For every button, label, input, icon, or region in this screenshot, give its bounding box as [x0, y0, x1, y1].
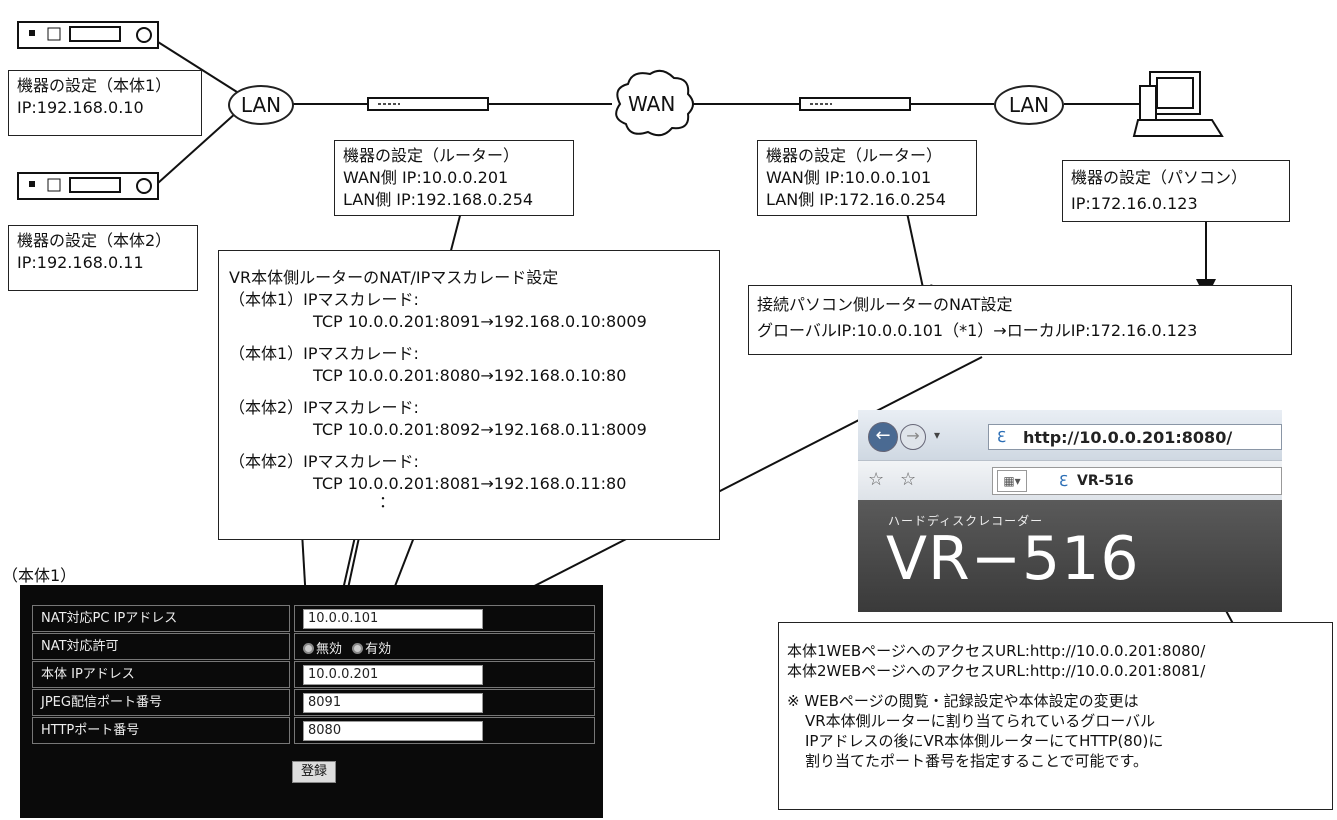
radio-off-icon[interactable] — [303, 643, 314, 654]
address-bar[interactable]: ℇ http://10.0.0.201:8080/ — [988, 424, 1282, 450]
router-right-settings-box: 機器の設定（ルーター） WAN側 IP:10.0.0.101 LAN側 IP:1… — [757, 140, 977, 216]
nat-pc-ip-input[interactable]: 10.0.0.101 — [303, 609, 483, 629]
router-left-lan: LAN側 IP:192.168.0.254 — [343, 190, 534, 209]
nat-permit-radio-group: 無効 有効 — [303, 638, 391, 657]
quick-tabs-icon[interactable]: ▦▾ — [997, 470, 1027, 492]
pc-nat-title: 接続パソコン側ルーターのNAT設定 — [757, 295, 1013, 314]
vr-nat-entry-label: （本体1）IPマスカレード: — [229, 344, 419, 363]
radio-on-label[interactable]: 有効 — [365, 642, 392, 657]
setting-label: NAT対応許可 — [32, 633, 290, 660]
pc-nat-settings-box: 接続パソコン側ルーターのNAT設定 グローバルIP:10.0.0.101（*1）… — [748, 285, 1292, 355]
recorder-icon-1 — [17, 21, 159, 49]
setting-value-cell: 10.0.0.101 — [294, 605, 595, 632]
arrow-natpc-to-panel — [462, 356, 983, 623]
setting-row-nat-pc-ip: NAT対応PC IPアドレス 10.0.0.101 — [32, 605, 595, 632]
pc-settings-box: 機器の設定（パソコン） IP:172.16.0.123 — [1062, 160, 1290, 222]
forward-icon[interactable]: → — [900, 424, 926, 450]
setting-row-nat-permit: NAT対応許可 無効 有効 — [32, 633, 595, 660]
access-note-1: ※ WEBページの閲覧・記録設定や本体設定の変更は — [787, 692, 1139, 710]
browser-screenshot: ← → ▾ ℇ http://10.0.0.201:8080/ ☆ ☆ ▦▾ ℇ… — [858, 410, 1282, 612]
address-url: http://10.0.0.201:8080/ — [1023, 428, 1233, 447]
device2-ip: IP:192.168.0.11 — [17, 253, 144, 272]
wan-label: WAN — [628, 92, 676, 116]
add-favorites-icon[interactable]: ☆ — [900, 469, 917, 490]
pc-ip: IP:172.16.0.123 — [1071, 194, 1198, 213]
access-url-1: 本体1WEBページへのアクセスURL:http://10.0.0.201:808… — [787, 642, 1206, 660]
vr-nat-title: VR本体側ルーターのNAT/IPマスカレード設定 — [229, 268, 559, 287]
access-note-4: 割り当てたポート番号を指定することで可能です。 — [805, 752, 1149, 770]
access-url-box: 本体1WEBページへのアクセスURL:http://10.0.0.201:808… — [778, 622, 1333, 810]
jpeg-port-input[interactable]: 8091 — [303, 693, 483, 713]
ie-tab-icon: ℇ — [1059, 472, 1069, 490]
router-left-settings-box: 機器の設定（ルーター） WAN側 IP:10.0.0.201 LAN側 IP:1… — [334, 140, 574, 216]
access-url-2: 本体2WEBページへのアクセスURL:http://10.0.0.201:808… — [787, 662, 1206, 680]
device1-title: 機器の設定（本体1） — [17, 76, 172, 95]
wire-device1-lan — [157, 41, 238, 93]
browser-address-row: ← → ▾ ℇ http://10.0.0.201:8080/ — [858, 410, 1282, 460]
lan-bubble-right: LAN — [994, 85, 1064, 125]
router-left-wan: WAN側 IP:10.0.0.201 — [343, 168, 509, 187]
device-ip-input[interactable]: 10.0.0.201 — [303, 665, 483, 685]
vr-nat-entry-rule: TCP 10.0.0.201:8080→192.168.0.10:80 — [313, 366, 627, 385]
panel-caption: （本体1） — [2, 566, 77, 585]
setting-value-cell: 無効 有効 — [294, 633, 595, 660]
setting-row-http-port: HTTPポート番号 8080 — [32, 717, 595, 744]
router-left-title: 機器の設定（ルーター） — [343, 146, 520, 165]
pc-nat-rule: グローバルIP:10.0.0.101（*1）→ローカルIP:172.16.0.1… — [757, 321, 1198, 340]
wire-device2-lan — [157, 111, 238, 184]
vr-nat-entry-label: （本体1）IPマスカレード: — [229, 290, 419, 309]
page-subtitle: ハードディスクレコーダー — [888, 514, 1044, 528]
router-icon-left — [367, 97, 489, 111]
device1-ip: IP:192.168.0.10 — [17, 98, 144, 117]
favorites-star-icon[interactable]: ☆ — [868, 469, 885, 490]
vr-nat-entry-label: （本体2）IPマスカレード: — [229, 452, 419, 471]
lan-bubble-left: LAN — [228, 85, 294, 125]
register-button[interactable]: 登録 — [292, 761, 336, 783]
tab-title: VR-516 — [1077, 473, 1134, 489]
browser-tab-row: ☆ ☆ ▦▾ ℇ VR-516 — [858, 460, 1282, 501]
setting-label: NAT対応PC IPアドレス — [32, 605, 290, 632]
browser-page-header: ハードディスクレコーダー VR−516 — [858, 500, 1282, 612]
setting-row-jpeg-port: JPEG配信ポート番号 8091 — [32, 689, 595, 716]
router-right-title: 機器の設定（ルーター） — [766, 146, 943, 165]
vr-nat-entry-label: （本体2）IPマスカレード: — [229, 398, 419, 417]
device2-settings-box: 機器の設定（本体2） IP:192.168.0.11 — [8, 225, 198, 291]
vr-nat-entry-rule: TCP 10.0.0.201:8091→192.168.0.10:8009 — [313, 312, 647, 331]
pc-icon — [1132, 71, 1224, 137]
wan-cloud-icon — [615, 69, 694, 137]
setting-value-cell: 8080 — [294, 717, 595, 744]
setting-value-cell: 8091 — [294, 689, 595, 716]
router-icon-right — [799, 97, 911, 111]
device1-settings-box: 機器の設定（本体1） IP:192.168.0.10 — [8, 70, 202, 136]
ie-page-icon: ℇ — [997, 428, 1007, 446]
router-right-lan: LAN側 IP:172.16.0.254 — [766, 190, 946, 209]
device2-title: 機器の設定（本体2） — [17, 231, 172, 250]
radio-on-icon[interactable] — [352, 643, 364, 654]
access-note-3: IPアドレスの後にVR本体側ルーターにてHTTP(80)に — [805, 732, 1164, 750]
router-right-wan: WAN側 IP:10.0.0.101 — [766, 168, 932, 187]
back-icon[interactable]: ← — [868, 422, 898, 452]
pc-title: 機器の設定（パソコン） — [1071, 168, 1248, 187]
setting-label: HTTPポート番号 — [32, 717, 290, 744]
setting-value-cell: 10.0.0.201 — [294, 661, 595, 688]
settings-panel: NAT対応PC IPアドレス 10.0.0.101 NAT対応許可 無効 有効 … — [20, 585, 603, 818]
http-port-input[interactable]: 8080 — [303, 721, 483, 741]
page-title: VR−516 — [886, 524, 1140, 594]
access-note-2: VR本体側ルーターに割り当てられているグローバル — [805, 712, 1156, 730]
setting-row-device-ip: 本体 IPアドレス 10.0.0.201 — [32, 661, 595, 688]
radio-off-label[interactable]: 無効 — [316, 642, 343, 657]
vr-nat-settings-box: VR本体側ルーターのNAT/IPマスカレード設定 （本体1）IPマスカレード: … — [218, 250, 720, 540]
vr-nat-ellipsis: ： — [379, 492, 396, 511]
vr-nat-entry-rule: TCP 10.0.0.201:8092→192.168.0.11:8009 — [313, 420, 647, 439]
vr-nat-entry-rule: TCP 10.0.0.201:8081→192.168.0.11:80 — [313, 474, 627, 493]
setting-label: JPEG配信ポート番号 — [32, 689, 290, 716]
browser-tab[interactable]: ▦▾ ℇ VR-516 — [992, 467, 1282, 495]
history-dropdown-icon[interactable]: ▾ — [934, 428, 941, 442]
setting-label: 本体 IPアドレス — [32, 661, 290, 688]
recorder-icon-2 — [17, 172, 159, 200]
